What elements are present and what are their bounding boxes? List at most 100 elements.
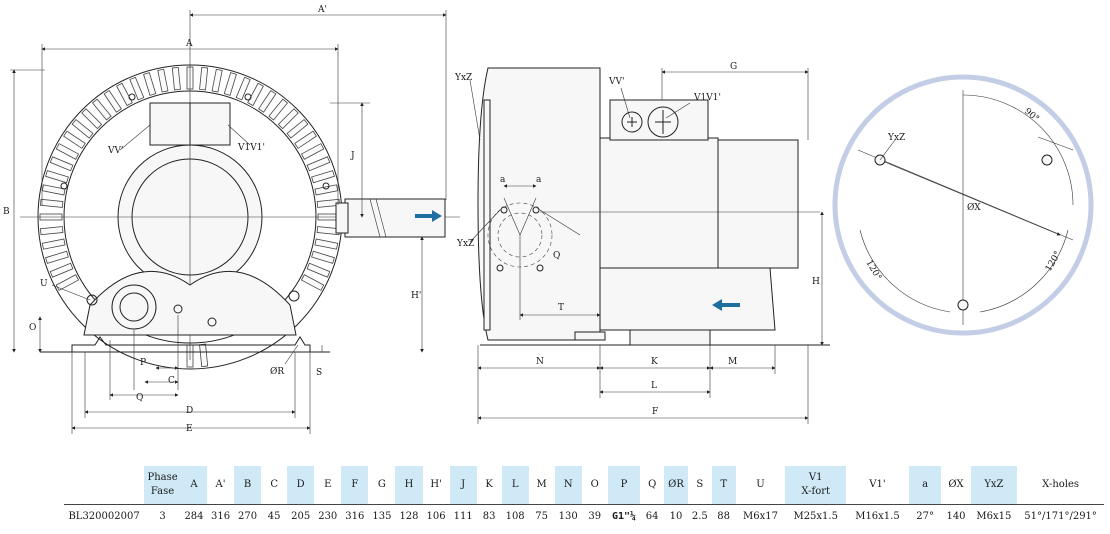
fin (39, 226, 64, 236)
fin (235, 76, 251, 101)
fin (316, 198, 341, 208)
table-header-cell: V1 X-fort (785, 466, 847, 505)
dim-f: F (652, 407, 658, 417)
fin (311, 250, 335, 264)
table-header-cell: P (607, 466, 641, 505)
table-cell: 130 (554, 504, 582, 527)
fin (71, 118, 94, 139)
dim-h: H (812, 277, 820, 287)
table-header-cell: N (554, 466, 582, 505)
table-header-cell: O (590, 479, 599, 490)
fin (286, 118, 309, 139)
dim-g: G (730, 62, 737, 72)
table-header-cell: J (449, 466, 477, 505)
dim-o: O (29, 323, 36, 333)
dim-a-prime: A' (317, 5, 327, 15)
fin (55, 274, 80, 291)
table-header-cell: E (324, 479, 332, 490)
dim-p: P (140, 358, 146, 368)
fin (268, 98, 289, 121)
flange-label-yxz: YxZ (887, 133, 905, 143)
fin (211, 68, 223, 93)
side-label-a1: a (500, 175, 506, 185)
dim-or: ØR (270, 366, 284, 377)
table-cell: 39 (581, 504, 608, 527)
side-label-yxz-top: YxZ (454, 73, 472, 83)
table-header-cell: Q (648, 479, 657, 490)
dim-l: L (651, 381, 657, 391)
table-header-cell: A (180, 466, 207, 505)
side-label-q: Q (553, 251, 560, 261)
table-cell: 284 (180, 504, 207, 527)
table-cell: 64 (640, 504, 665, 527)
fin (39, 198, 64, 208)
dim-c: C (168, 376, 175, 386)
fin (116, 82, 133, 107)
table-cell: 2.5 (687, 504, 712, 527)
label-v1v1: V1V1' (237, 143, 265, 153)
table-header-cell: H (395, 466, 423, 505)
table-header-cell: ØX (948, 479, 964, 490)
cooling-fins (39, 66, 341, 368)
table-cell: M16x1.5 (846, 504, 909, 527)
fin (199, 343, 209, 368)
fin (258, 90, 277, 113)
table-header-cell: ØR (664, 466, 688, 505)
table-cell: 230 (314, 504, 342, 527)
table-header-cell: B (234, 466, 262, 505)
table-header-cell: X-holes (1042, 479, 1080, 490)
table-header-cell: T (711, 466, 736, 505)
table-cell: 88 (711, 504, 736, 527)
table-header-cell (64, 466, 144, 505)
table-cell: 27° (908, 504, 942, 527)
flange-view: YxZ ØX 90° 120° 120° (832, 74, 1094, 336)
table-cell: 3 (144, 504, 181, 527)
fin (55, 143, 80, 160)
table-cell: 45 (261, 504, 288, 527)
table-header-cell: C (270, 479, 278, 490)
table-header-cell: F (341, 466, 369, 505)
table-cell: 135 (368, 504, 396, 527)
table-cell: 128 (395, 504, 423, 527)
table-cell: 316 (206, 504, 235, 527)
table-cell: 75 (528, 504, 555, 527)
fin (129, 76, 145, 101)
fin (300, 274, 325, 291)
dim-d: D (186, 406, 193, 416)
dim-h-prime: H' (411, 291, 421, 301)
dim-q: Q (136, 393, 143, 403)
fin (41, 238, 66, 250)
table-header-cell: U (756, 479, 765, 490)
dim-u: U (40, 279, 48, 289)
label-vv: VV' (107, 146, 123, 156)
fin (157, 68, 169, 93)
side-label-v1v1: V1V1' (693, 93, 721, 103)
table-header-cell: A' (215, 479, 226, 490)
table-header-cell: D (287, 466, 315, 505)
fin (91, 98, 112, 121)
side-label-a2: a (536, 175, 542, 185)
table-cell: 10 (664, 504, 688, 527)
fin (306, 156, 331, 172)
dim-s: S (316, 368, 322, 378)
side-label-yxz: YxZ (456, 239, 474, 249)
dim-m: M (728, 357, 737, 367)
table-cell: 270 (234, 504, 262, 527)
table-header-cell: H' (430, 479, 442, 490)
flange-label-ox: ØX (967, 202, 981, 213)
fin (223, 72, 237, 96)
fin (171, 66, 181, 91)
table-cell: BL320002007 (64, 504, 145, 527)
dim-a: A (185, 39, 193, 49)
fin (314, 184, 339, 196)
table-cell: M25x1.5 (785, 504, 847, 527)
fin (45, 170, 69, 184)
dim-n: N (536, 357, 544, 367)
fin (49, 262, 74, 278)
table-header-cell: a (908, 466, 942, 505)
table-cell: 316 (341, 504, 369, 527)
fin (247, 82, 264, 107)
table-cell: M6x17 (735, 504, 786, 527)
